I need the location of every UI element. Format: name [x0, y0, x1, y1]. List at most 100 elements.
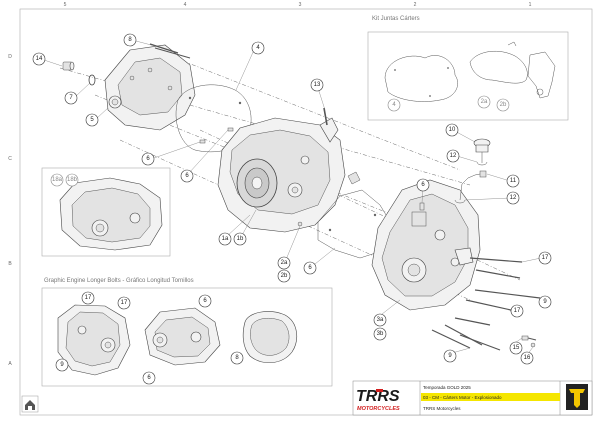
logo-subtitle: MOTORCYCLES — [357, 406, 400, 412]
grid-row-d: D — [8, 54, 12, 60]
callout-2b: 2b — [277, 269, 291, 283]
bolt-box-title: Graphic Engine Longer Bolts - Gráfico Lo… — [44, 278, 194, 284]
bolt-box-callout-6-a: 6 — [198, 294, 212, 308]
kit-callout-2a: 2a — [477, 95, 491, 109]
callout-7: 7 — [64, 91, 78, 105]
svg-text:1b: 1b — [237, 236, 244, 242]
svg-text:6: 6 — [185, 173, 189, 179]
logo-red-mark — [376, 389, 383, 392]
bolt-box-callout-6-b: 6 — [142, 371, 156, 385]
washer-parts — [297, 171, 361, 227]
inset-callout-18a: 18a — [50, 173, 64, 187]
svg-text:5: 5 — [90, 117, 94, 123]
svg-text:9: 9 — [448, 353, 452, 359]
grid-row-c: C — [8, 156, 12, 162]
svg-text:8: 8 — [128, 37, 132, 43]
clip-part-12-bottom — [454, 199, 466, 204]
svg-text:3b: 3b — [377, 331, 384, 337]
kit-callout-2b: 2b — [496, 98, 510, 112]
callout-3a: 3a — [373, 313, 387, 327]
svg-text:9: 9 — [543, 299, 547, 305]
assembled-engine-inset: 18a 18b — [41, 167, 171, 257]
oring-part-7 — [88, 74, 96, 86]
dowel-pins-6 — [199, 127, 234, 144]
svg-text:6: 6 — [203, 298, 207, 304]
svg-text:2a: 2a — [481, 99, 488, 105]
hose-part-11 — [459, 170, 487, 201]
bolt-box-callout-17-a: 17 — [81, 291, 95, 305]
callout-9-b: 9 — [443, 349, 457, 363]
svg-text:12: 12 — [450, 153, 457, 159]
callout-4: 4 — [251, 41, 265, 55]
trrs-logo: TRRS — [356, 388, 400, 405]
callout-3b: 3b — [373, 327, 387, 341]
svg-text:3a: 3a — [377, 317, 384, 323]
grid-col-5: 5 — [64, 2, 67, 8]
callout-15: 15 — [509, 341, 523, 355]
callout-10: 10 — [445, 123, 459, 137]
bolt-box-callout-9: 9 — [55, 358, 69, 372]
grid-col-3: 3 — [299, 2, 302, 8]
svg-text:17: 17 — [85, 295, 92, 301]
svg-text:9: 9 — [60, 362, 64, 368]
crankcase-right-half-3 — [371, 179, 481, 311]
svg-text:1a: 1a — [222, 236, 229, 242]
svg-text:6: 6 — [421, 182, 425, 188]
bolt-box-callout-17-b: 17 — [117, 296, 131, 310]
inset-callout-18b: 18b — [65, 173, 79, 187]
bolt-box-callout-8: 8 — [230, 351, 244, 365]
svg-text:2a: 2a — [281, 260, 288, 266]
gasket-kit-box: Kit Juntas Cárters 4 2a 2b — [367, 16, 569, 121]
bolt-length-box: Graphic Engine Longer Bolts - Gráfico Lo… — [41, 278, 333, 387]
sensor-part-10 — [473, 138, 491, 163]
svg-text:16: 16 — [524, 355, 531, 361]
screw-part-15-16 — [521, 335, 537, 348]
svg-text:18b: 18b — [67, 177, 78, 183]
svg-text:17: 17 — [542, 255, 549, 261]
svg-text:17: 17 — [514, 308, 521, 314]
svg-text:6: 6 — [146, 156, 150, 162]
badge-icon — [566, 384, 588, 410]
pin-part-13 — [323, 107, 328, 126]
svg-text:6: 6 — [308, 265, 312, 271]
svg-text:7: 7 — [69, 95, 73, 101]
svg-text:17: 17 — [121, 300, 128, 306]
svg-text:10: 10 — [449, 127, 456, 133]
callout-6-d: 6 — [416, 178, 430, 192]
svg-text:6: 6 — [147, 375, 151, 381]
callout-1a: 1a — [218, 232, 232, 246]
home-icon[interactable] — [21, 395, 39, 413]
plug-part-14 — [62, 61, 75, 71]
svg-text:2b: 2b — [281, 273, 288, 279]
grid-row-b: B — [8, 261, 12, 267]
grid-row-a: A — [8, 361, 12, 367]
svg-text:15: 15 — [513, 345, 520, 351]
callout-5: 5 — [85, 113, 99, 127]
grid-col-4: 4 — [184, 2, 187, 8]
callout-6-b: 6 — [180, 169, 194, 183]
callout-1b: 1b — [233, 232, 247, 246]
svg-text:2b: 2b — [500, 102, 507, 108]
callout-17-a: 17 — [538, 251, 552, 265]
grid-col-2: 2 — [414, 2, 417, 8]
svg-text:8: 8 — [235, 355, 239, 361]
clip-part-12-top — [476, 161, 488, 166]
callout-11: 11 — [506, 174, 520, 188]
callout-12-a: 12 — [446, 149, 460, 163]
callout-16: 16 — [520, 351, 534, 365]
section-label: 03 - CM - Cárters Motor - Explosionado — [423, 395, 502, 400]
dowel-pin-6-right — [419, 202, 425, 211]
callout-6-a: 6 — [141, 152, 155, 166]
svg-text:13: 13 — [314, 82, 321, 88]
callout-12-b: 12 — [506, 191, 520, 205]
callout-14: 14 — [32, 52, 46, 66]
model-label: Temporada GOLD 2025 — [423, 385, 471, 390]
callout-9-a: 9 — [538, 295, 552, 309]
callout-13: 13 — [310, 78, 324, 92]
callout-8: 8 — [123, 33, 137, 47]
svg-text:4: 4 — [392, 102, 396, 108]
left-cover-part-5 — [104, 44, 196, 131]
grid-col-1: 1 — [529, 2, 532, 8]
callout-6-c: 6 — [303, 261, 317, 275]
